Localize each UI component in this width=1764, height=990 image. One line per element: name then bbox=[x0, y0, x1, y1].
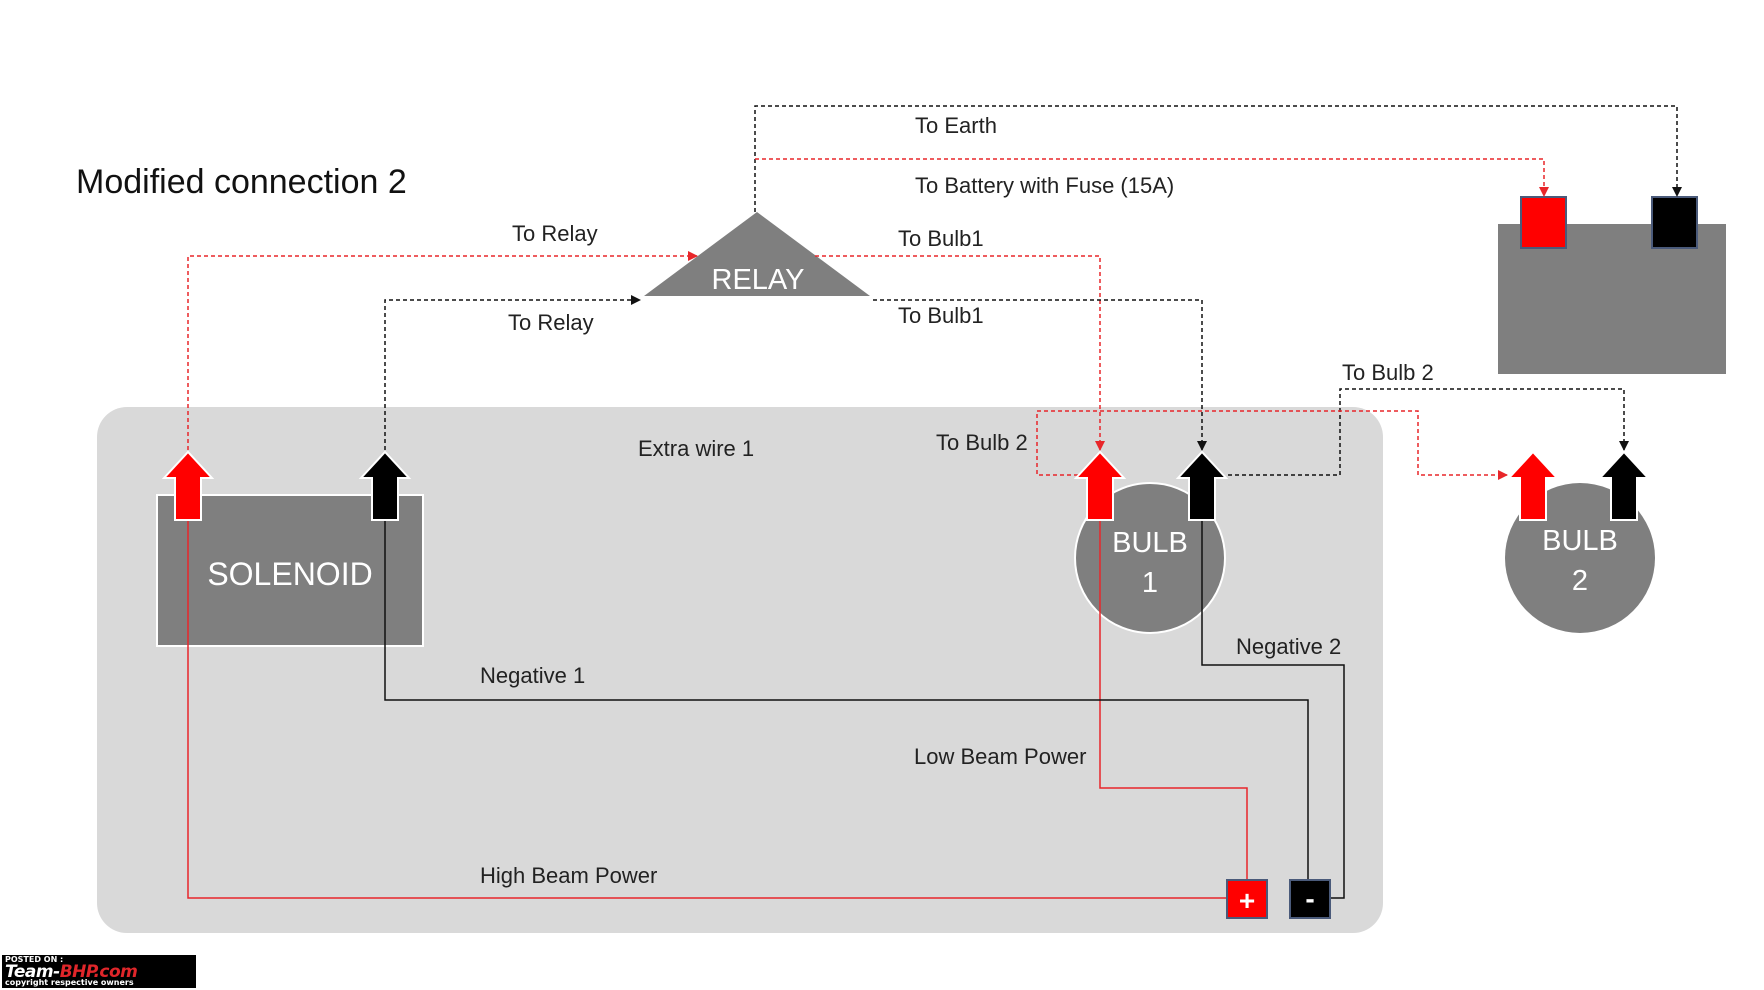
watermark-brand: Team-BHP.com bbox=[5, 962, 138, 982]
socket-positive-terminal bbox=[1226, 879, 1268, 919]
battery-negative-terminal bbox=[1651, 196, 1698, 249]
solenoid-label: SOLENOID bbox=[207, 556, 372, 592]
bulb1-negative-arrow bbox=[1175, 450, 1229, 521]
relay-label: RELAY bbox=[712, 264, 805, 296]
label-to-relay-top: To Relay bbox=[512, 221, 598, 246]
label-to-bulb2-right: To Bulb 2 bbox=[1342, 360, 1434, 385]
label-to-battery: To Battery with Fuse (15A) bbox=[915, 173, 1174, 198]
wire-to-bulb1-red bbox=[815, 255, 1105, 451]
wire-to-bulb2-black bbox=[1228, 388, 1629, 476]
label-low-beam: Low Beam Power bbox=[914, 744, 1086, 769]
bulb1-positive-arrow bbox=[1073, 450, 1127, 521]
socket-positive-label: + bbox=[1239, 885, 1255, 916]
wire-to-relay-black bbox=[384, 295, 641, 450]
watermark-posted-on: POSTED ON : bbox=[5, 955, 64, 964]
solenoid-negative-arrow bbox=[358, 450, 412, 521]
label-to-bulb1-top: To Bulb1 bbox=[898, 226, 984, 251]
bulb1-label-line2: 1 bbox=[1142, 567, 1158, 599]
wire-to-relay-red bbox=[187, 251, 698, 450]
wire-to-bulb1-black bbox=[873, 299, 1207, 451]
label-negative-1: Negative 1 bbox=[480, 663, 585, 688]
wire-high-beam bbox=[187, 520, 1230, 899]
bulb1-label-line1: BULB bbox=[1112, 527, 1188, 559]
bulb2-label-line1: BULB bbox=[1542, 525, 1618, 557]
watermark-copyright: copyright respective owners bbox=[5, 978, 134, 987]
diagram-title: Modified connection 2 bbox=[76, 163, 407, 201]
socket-negative-terminal bbox=[1289, 879, 1331, 919]
relay bbox=[644, 212, 870, 296]
label-to-bulb1-bottom: To Bulb1 bbox=[898, 303, 984, 328]
label-to-relay-bottom: To Relay bbox=[508, 310, 594, 335]
bulb2-label-line2: 2 bbox=[1572, 565, 1588, 597]
team-bhp-watermark: POSTED ON : Team-BHP.com copyright respe… bbox=[2, 955, 196, 988]
socket-negative-label: - bbox=[1305, 883, 1314, 914]
bulb2-negative-arrow bbox=[1597, 450, 1651, 521]
wire-negative-2 bbox=[1201, 520, 1345, 899]
label-to-earth: To Earth bbox=[915, 113, 997, 138]
wire-to-battery bbox=[755, 158, 1549, 197]
label-high-beam: High Beam Power bbox=[480, 863, 657, 888]
watermark-brand-c: .com bbox=[93, 962, 138, 982]
solenoid-positive-arrow bbox=[161, 450, 215, 521]
label-extra-wire: Extra wire 1 bbox=[638, 436, 754, 461]
wire-to-bulb2-red bbox=[1036, 410, 1508, 480]
watermark-brand-b: BHP bbox=[59, 962, 94, 982]
label-to-bulb2-left: To Bulb 2 bbox=[936, 430, 1028, 455]
watermark-brand-a: Team- bbox=[5, 962, 60, 982]
wire-negative-1 bbox=[384, 520, 1309, 880]
label-negative-2: Negative 2 bbox=[1236, 634, 1341, 659]
battery-positive-terminal bbox=[1520, 196, 1567, 249]
bulb2-positive-arrow bbox=[1506, 450, 1560, 521]
wire-low-beam bbox=[1099, 520, 1248, 880]
